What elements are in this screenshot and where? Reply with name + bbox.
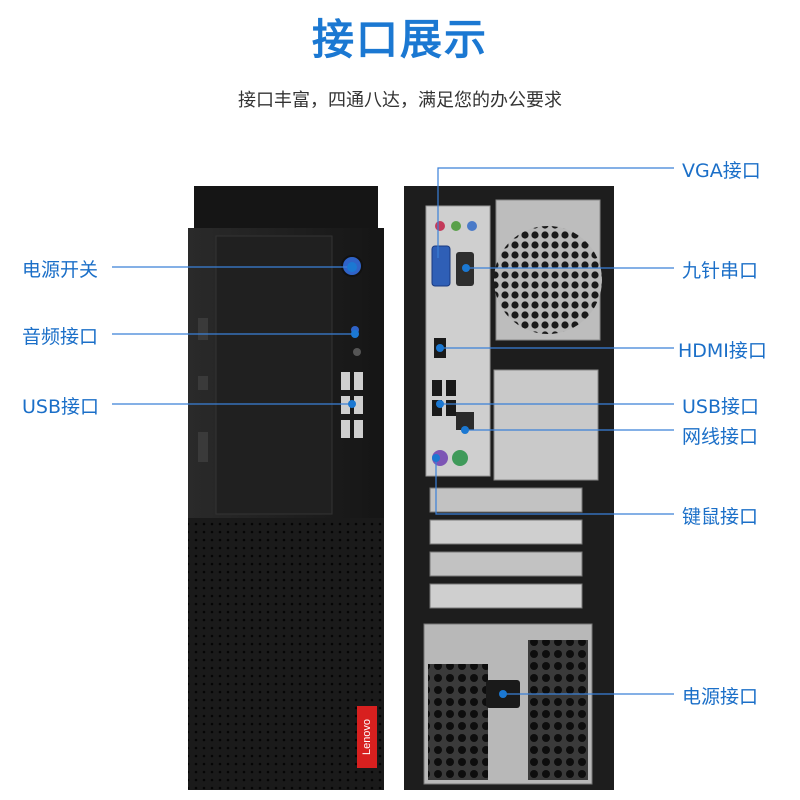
label-audio-port: 音频接口 (22, 326, 99, 348)
dot-power-port (499, 690, 507, 698)
label-power-switch: 电源开关 (22, 259, 99, 281)
audio-jack-2-icon (353, 348, 361, 356)
expansion-slot-4 (429, 583, 583, 609)
label-hdmi-port: HDMI接口 (678, 340, 767, 362)
audio-jack-green-icon (451, 221, 461, 231)
expansion-slot-3 (429, 551, 583, 577)
label-rear-usb-port: USB接口 (682, 396, 760, 418)
front-usb-port-1 (341, 372, 350, 390)
fan-grille (494, 226, 602, 334)
label-network-port: 网线接口 (682, 426, 759, 448)
psu-vent (428, 664, 488, 780)
label-ps2-port: 键鼠接口 (682, 506, 759, 528)
rear-usb-port-4 (446, 400, 456, 416)
front-tower: Lenovo (188, 186, 384, 790)
dot-power-switch (347, 262, 357, 272)
line-ps2 (435, 458, 674, 515)
dot-rear-usb (436, 400, 444, 408)
label-power-port: 电源接口 (682, 686, 759, 708)
callout-lines (112, 167, 674, 695)
front-usb-port-6 (354, 420, 363, 438)
front-usb-port-5 (341, 420, 350, 438)
label-serial-port: 九针串口 (682, 260, 759, 282)
dot-network (461, 426, 469, 434)
drive-bay (215, 235, 333, 515)
label-front-usb-port: USB接口 (22, 396, 100, 418)
dot-front-usb (348, 400, 356, 408)
drive-bay-eject (198, 318, 208, 340)
rear-usb-port-1 (432, 380, 442, 396)
psu-vent-right (528, 640, 588, 780)
front-usb-port-4 (354, 396, 363, 414)
callout-dots (347, 262, 507, 698)
front-usb-port-3 (341, 396, 350, 414)
page-subtitle: 接口丰富，四通八达，满足您的办公要求 (238, 90, 562, 111)
expansion-slot-2 (429, 519, 583, 545)
audio-jack-red-icon (435, 221, 445, 231)
dot-hdmi (436, 344, 444, 352)
line-vga (437, 167, 674, 258)
rear-usb-port-3 (432, 400, 442, 416)
lenovo-logo: Lenovo (361, 719, 373, 755)
drive-bay-button (198, 376, 208, 390)
rear-panel-plate (493, 369, 599, 481)
front-top-lip (194, 186, 378, 230)
dot-audio (351, 330, 359, 338)
rear-usb-port-2 (446, 380, 456, 396)
vga-port-icon (431, 245, 451, 287)
page-title: 接口展示 (311, 15, 488, 64)
expansion-slot-1 (429, 487, 583, 513)
audio-jack-blue-icon (467, 221, 477, 231)
dot-ps2 (432, 454, 440, 462)
front-usb-port-2 (354, 372, 363, 390)
network-port-icon (456, 412, 474, 430)
lenovo-logo-badge (357, 706, 377, 768)
ps2-mouse-port-icon (452, 450, 468, 466)
label-vga-port: VGA接口 (682, 160, 761, 182)
dot-serial (462, 264, 470, 272)
drive-bay-slot (198, 432, 208, 462)
front-mesh-grille (188, 518, 384, 790)
rear-tower (404, 186, 614, 790)
